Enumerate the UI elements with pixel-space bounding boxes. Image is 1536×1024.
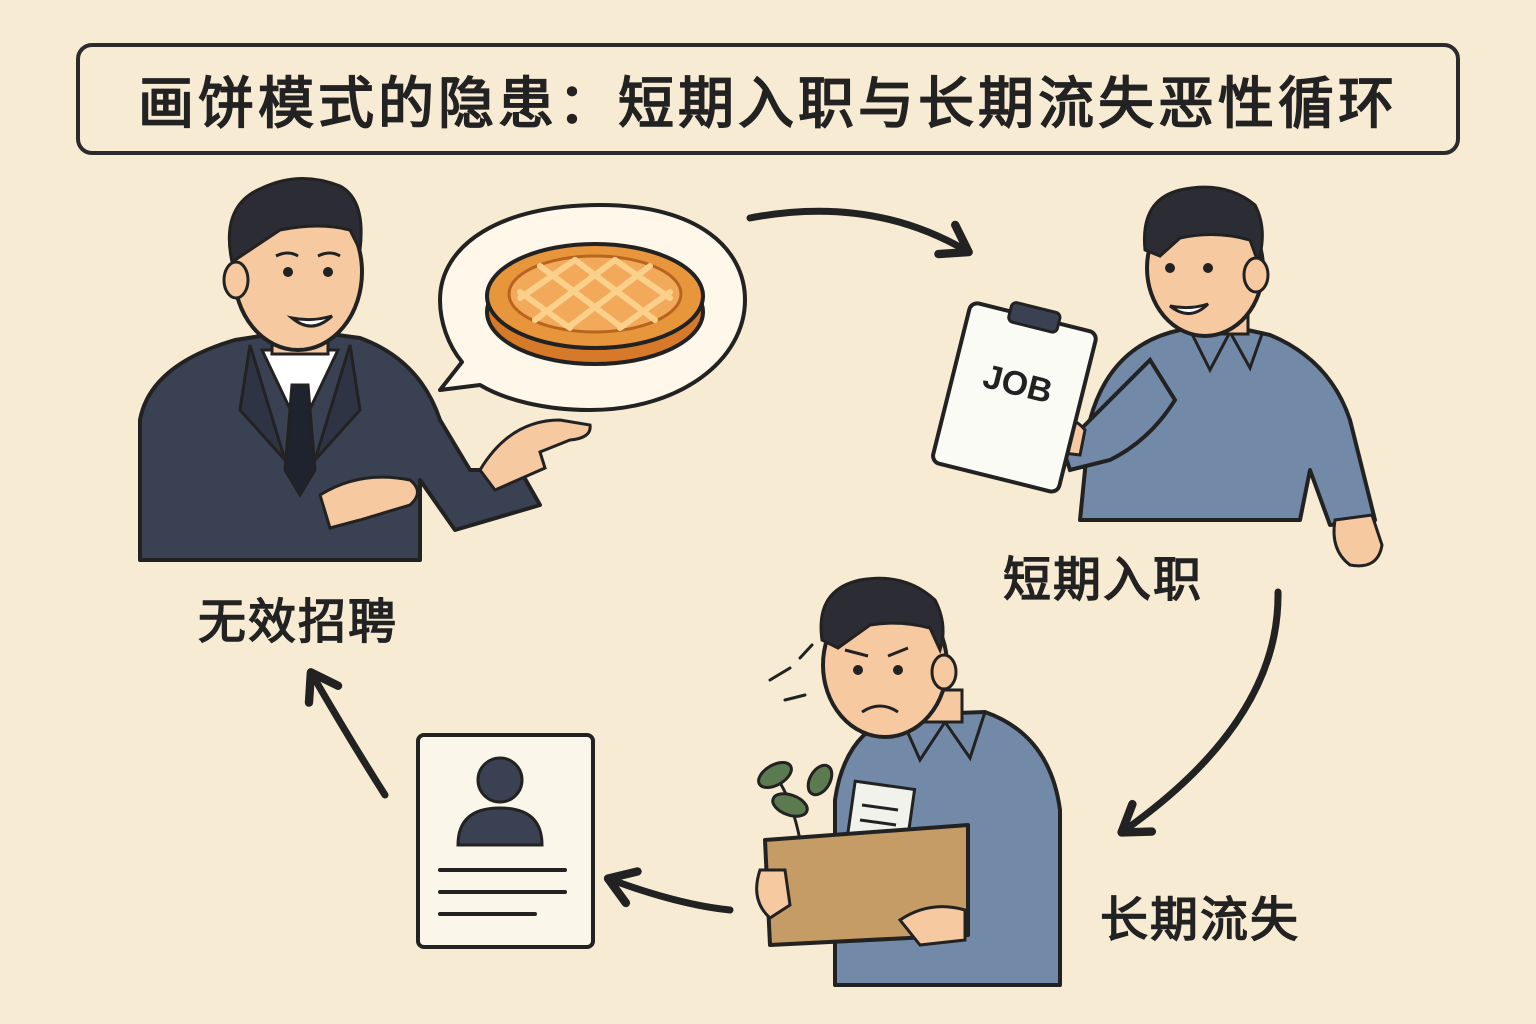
stage-label-onboard: 短期入职 — [1003, 552, 1204, 608]
pie-icon — [485, 242, 705, 366]
arrow-resume-to-recruit — [304, 668, 389, 799]
new-hire-figure — [1046, 185, 1384, 568]
arrow-churn-to-resume — [603, 867, 734, 914]
arrow-onboard-to-churn — [1117, 588, 1282, 837]
stage-label-recruit: 无效招聘 — [198, 594, 399, 650]
stage-label-churn: 长期流失 — [1100, 892, 1301, 948]
arrow-recruit-to-onboard — [746, 207, 973, 259]
clipboard-icon: JOB — [931, 301, 1098, 494]
diagram-title: 画饼模式的隐患：短期入职与长期流失恶性循环 — [138, 71, 1398, 137]
arrow-icon — [304, 207, 1282, 914]
recruiter-figure — [138, 177, 592, 562]
resume-icon — [416, 733, 595, 949]
box-icon — [755, 761, 970, 947]
title-banner: 画饼模式的隐患：短期入职与长期流失恶性循环 — [76, 43, 1460, 155]
